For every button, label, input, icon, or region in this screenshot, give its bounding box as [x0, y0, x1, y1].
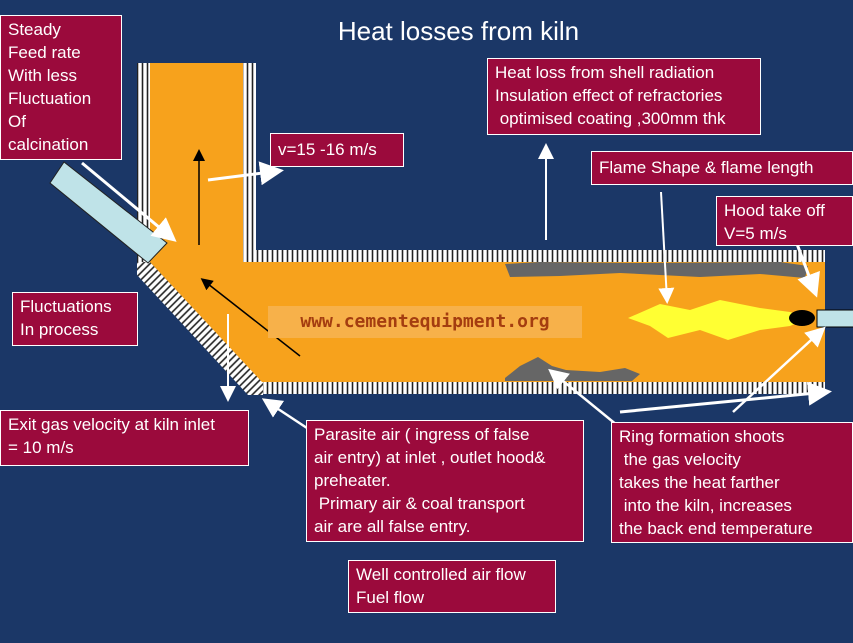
- riser-left-wall: [137, 63, 150, 265]
- ring-to-burner-arrow: [732, 326, 826, 413]
- ring-arrow: [548, 368, 624, 431]
- watermark: www.cementequipment.org: [268, 306, 582, 338]
- shell-radiation-label: Heat loss from shell radiation Insulatio…: [487, 58, 761, 135]
- page-title: Heat losses from kiln: [337, 16, 580, 46]
- exit-gas-label: Exit gas velocity at kiln inlet = 10 m/s: [0, 410, 249, 466]
- air-flow-label: Well controlled air flow Fuel flow: [348, 560, 556, 613]
- flame: [628, 300, 808, 340]
- kiln-gas-arrow: [200, 278, 301, 357]
- hood-label: Hood take off V=5 m/s: [716, 196, 853, 246]
- burner-tip: [789, 310, 815, 326]
- coating-bottom: [505, 357, 640, 381]
- hood-arrow: [795, 243, 820, 298]
- kiln-bottom-wall: [262, 382, 825, 394]
- kiln-inlet-sloped-wall: [137, 262, 263, 395]
- flame-arrow: [658, 191, 675, 304]
- kiln-top-wall: [243, 250, 825, 262]
- feed-inlet-pipe: [49, 161, 168, 264]
- flame-label: Flame Shape & flame length: [591, 151, 853, 185]
- outlet-flow-arrow: [619, 381, 832, 414]
- feed-label: Steady Feed rate With less Fluctuation O…: [0, 15, 122, 160]
- ring-formation-label: Ring formation shoots the gas velocity t…: [611, 422, 853, 543]
- velocity-preheater-label: v=15 -16 m/s: [270, 133, 404, 167]
- parasite-air-arrow: [261, 398, 311, 432]
- riser-right-wall: [243, 63, 256, 253]
- feed-arrow: [81, 161, 177, 242]
- fluctuations-label: Fluctuations In process: [12, 292, 138, 346]
- coating-top: [505, 262, 808, 278]
- velocity-arrow: [207, 161, 284, 186]
- kiln-body: [150, 63, 825, 382]
- burner-pipe: [816, 309, 853, 328]
- parasite-air-label: Parasite air ( ingress of false air entr…: [306, 420, 584, 542]
